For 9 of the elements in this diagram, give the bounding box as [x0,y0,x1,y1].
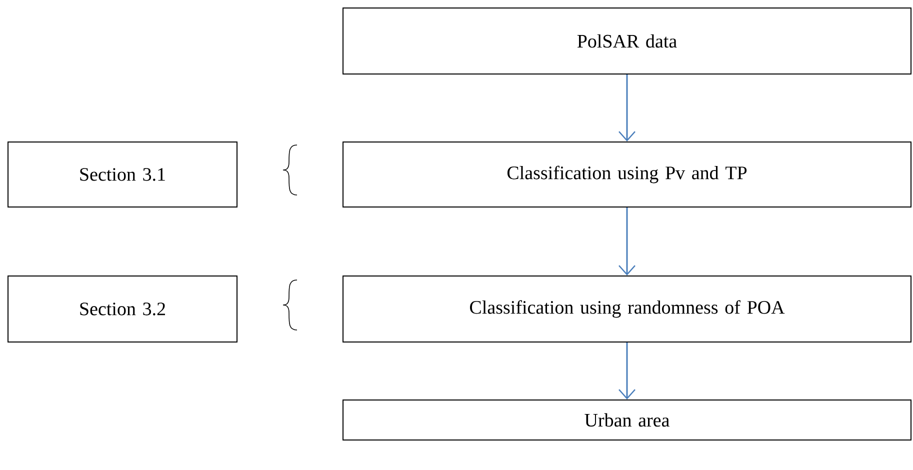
process-box: Classification using randomness of POA [342,275,912,342]
process-box: Section 3.2 [8,275,238,342]
process-box: PolSAR data [342,8,912,74]
process-box: Urban area [342,399,912,440]
process-box: Section 3.1 [8,142,238,208]
process-box: Classification using Pv and TP [342,142,912,208]
arrow [618,208,636,276]
arrow [618,342,636,400]
arrow [618,74,636,142]
